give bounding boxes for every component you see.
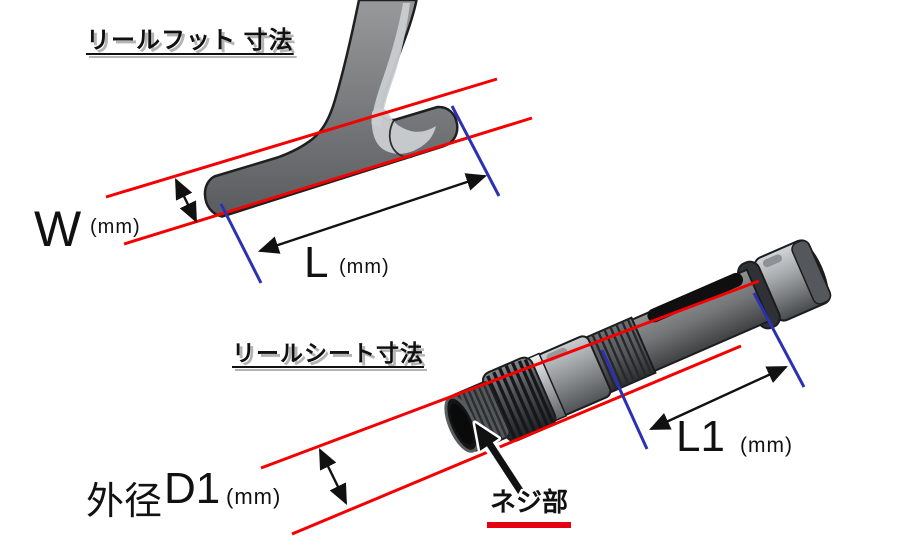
reel-seat-dimension-lines [260, 279, 806, 536]
seat-cap-rim [791, 239, 832, 305]
reel-foot-dimension-lines [105, 77, 533, 284]
diameter-label: D1 [164, 464, 221, 513]
diameter-unit: (mm) [226, 484, 282, 509]
foot-length-tick-left-blue [219, 203, 263, 284]
foot-width-guide-upper-red [105, 77, 498, 199]
seat-diameter-guide-upper-red [260, 279, 760, 470]
screw-section-label: ネジ部 [487, 482, 572, 528]
seat-length-tick-right-blue [752, 292, 806, 388]
screw-arrowhead [475, 423, 499, 451]
length-unit: (mm) [339, 256, 390, 278]
foot-length-tick-right-blue [450, 105, 501, 197]
length-label: L [304, 238, 329, 287]
tube-opening-hole [450, 403, 474, 445]
body-foot-slot [647, 272, 744, 323]
width-dimension-arrow [174, 178, 198, 223]
cap-slot-mark [762, 254, 782, 268]
width-unit: (mm) [90, 216, 141, 238]
seat-length-dimension-arrow [649, 365, 788, 431]
length-dimension-arrow [257, 173, 488, 254]
screw-pointer-arrow [472, 420, 528, 499]
screw-arrow-shaft [486, 441, 524, 494]
seat-length-label: L1 [676, 412, 725, 461]
seat-length-unit: (mm) [740, 434, 793, 457]
screw-section-label-wrap: ネジ部 [487, 482, 572, 528]
screw-thread-ribs [451, 381, 508, 451]
diameter-prefix: 外径 [86, 481, 163, 523]
width-label: W [34, 201, 82, 257]
reel-foot-title: リールフット 寸法 [86, 27, 294, 54]
reel-seat-title: リールシート寸法 [232, 340, 424, 366]
diameter-dimension-arrow [318, 448, 348, 505]
stem-highlight-band [371, 3, 410, 128]
stem-foot-fillet-highlight [371, 107, 436, 154]
nut-knurl-ribs [486, 358, 554, 439]
seat-length-tick-left-blue [600, 349, 649, 450]
